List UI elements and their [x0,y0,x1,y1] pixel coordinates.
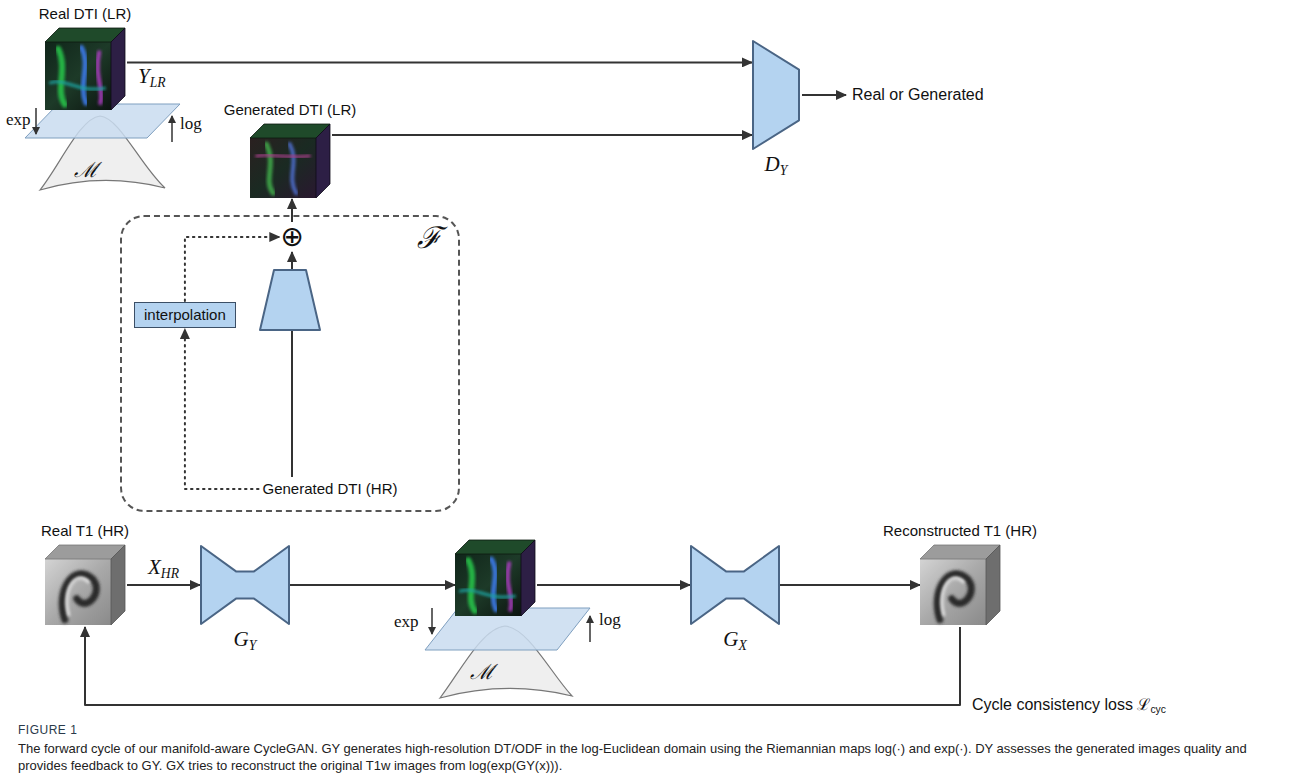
figure-caption: The forward cycle of our manifold-aware … [18,740,1275,774]
fiber-streak [290,144,297,193]
front-face [45,42,111,110]
subscript: Y [249,638,257,653]
generator-network: GY [200,545,290,625]
volume-heading: Generated DTI (HR) [262,480,397,498]
fiber-streak [491,559,496,610]
fiber-streak [508,563,512,610]
fiber-streak [98,52,102,103]
arrow-connector [127,61,752,63]
volume-image [250,124,330,198]
volume-image [920,545,1000,625]
sum-symbol: ⊕ [280,223,303,251]
image-volume: Generated DTI (HR) [455,540,535,616]
side-face [316,124,330,198]
manifold-top [25,104,180,190]
sum-symbol-text: ⊕ [280,223,303,251]
output-label: Real or Generated [852,85,984,104]
tissue-band [937,574,971,620]
image-volume: Generated DTI (LR) [250,124,330,198]
side-face [521,540,535,616]
shape-fill [753,41,799,149]
subscript: X [738,638,746,653]
volume-heading: Real DTI (LR) [39,5,132,23]
manifold-bottom [425,608,590,698]
tissue-highlight [67,578,89,615]
exp-arrow [35,108,37,134]
log-arrow [171,116,173,142]
discriminator-trapezoid: DY [752,40,800,150]
volume-heading: Real T1 (HR) [41,522,129,540]
map-label: log [599,610,621,630]
log-arrow [589,616,591,642]
front-face [455,554,521,616]
subscript: LR [150,75,166,90]
module-region: ℱinterpolation ⊕ [120,215,460,512]
fiber-streak [267,144,274,193]
tissue-band [62,574,96,620]
network-label: GY [234,627,257,652]
shape-fill [201,546,289,624]
fiber-streak [58,49,65,105]
tissue-highlight [942,578,964,615]
exp-arrow [431,608,433,634]
arrow-connector [290,584,455,586]
arrow-connector [537,584,690,586]
fiber-streak [81,47,86,103]
output-arrow [802,94,846,96]
fiber-streak [460,590,514,597]
generator-network: GX [690,545,780,625]
front-face [45,559,111,625]
dotted-connector [185,329,259,489]
arrow-connector [332,134,752,136]
side-face [986,545,1000,625]
map-label: log [180,114,202,134]
image-volume: Reconstructed T1 (HR) [920,545,1000,625]
arrow-connector [780,584,920,586]
image-volume: Real T1 (HR) [45,545,125,625]
volume-heading: Reconstructed T1 (HR) [883,522,1037,540]
image-volume: Real DTI (LR) [45,28,125,110]
side-face [111,28,125,110]
subscript: Y [780,163,788,178]
trapezoid-outline [752,40,800,150]
manifold-symbol: ℳ [470,660,494,685]
front-face [920,559,986,625]
fiber-streak [50,82,104,89]
box-text: interpolation [144,306,226,324]
subscript: HR [161,566,179,581]
hourglass-outline [690,545,780,625]
network-label: DY [765,152,788,177]
fiber-streak [468,560,475,611]
module-symbol: ℱ [417,221,442,254]
upsampler-trapezoid [260,270,320,330]
side-face [111,545,125,625]
loss-label: Cycle consistency loss ℒcyc [970,695,1168,714]
fiber-streak [257,155,310,157]
volume-image [455,540,535,616]
volume-heading: Generated DTI (LR) [224,101,357,119]
map-label: exp [394,612,419,632]
volume-image [45,545,125,625]
process-box: interpolation [134,302,236,328]
figure-number: FIGURE 1 [18,723,77,737]
arrow-connector [291,199,293,222]
arrow-connector [127,584,200,586]
shape-fill [691,546,779,624]
volume-image [45,28,125,110]
manifold-symbol: ℳ [74,158,98,183]
hourglass-outline [200,545,290,625]
edge-label: XHR [146,555,181,580]
network-label: GX [723,627,747,652]
domain-symbol: YLR [138,64,166,89]
map-label: exp [6,110,31,130]
front-face [250,138,316,198]
subscript: cyc [1150,705,1166,716]
dotted-connector [185,237,279,301]
